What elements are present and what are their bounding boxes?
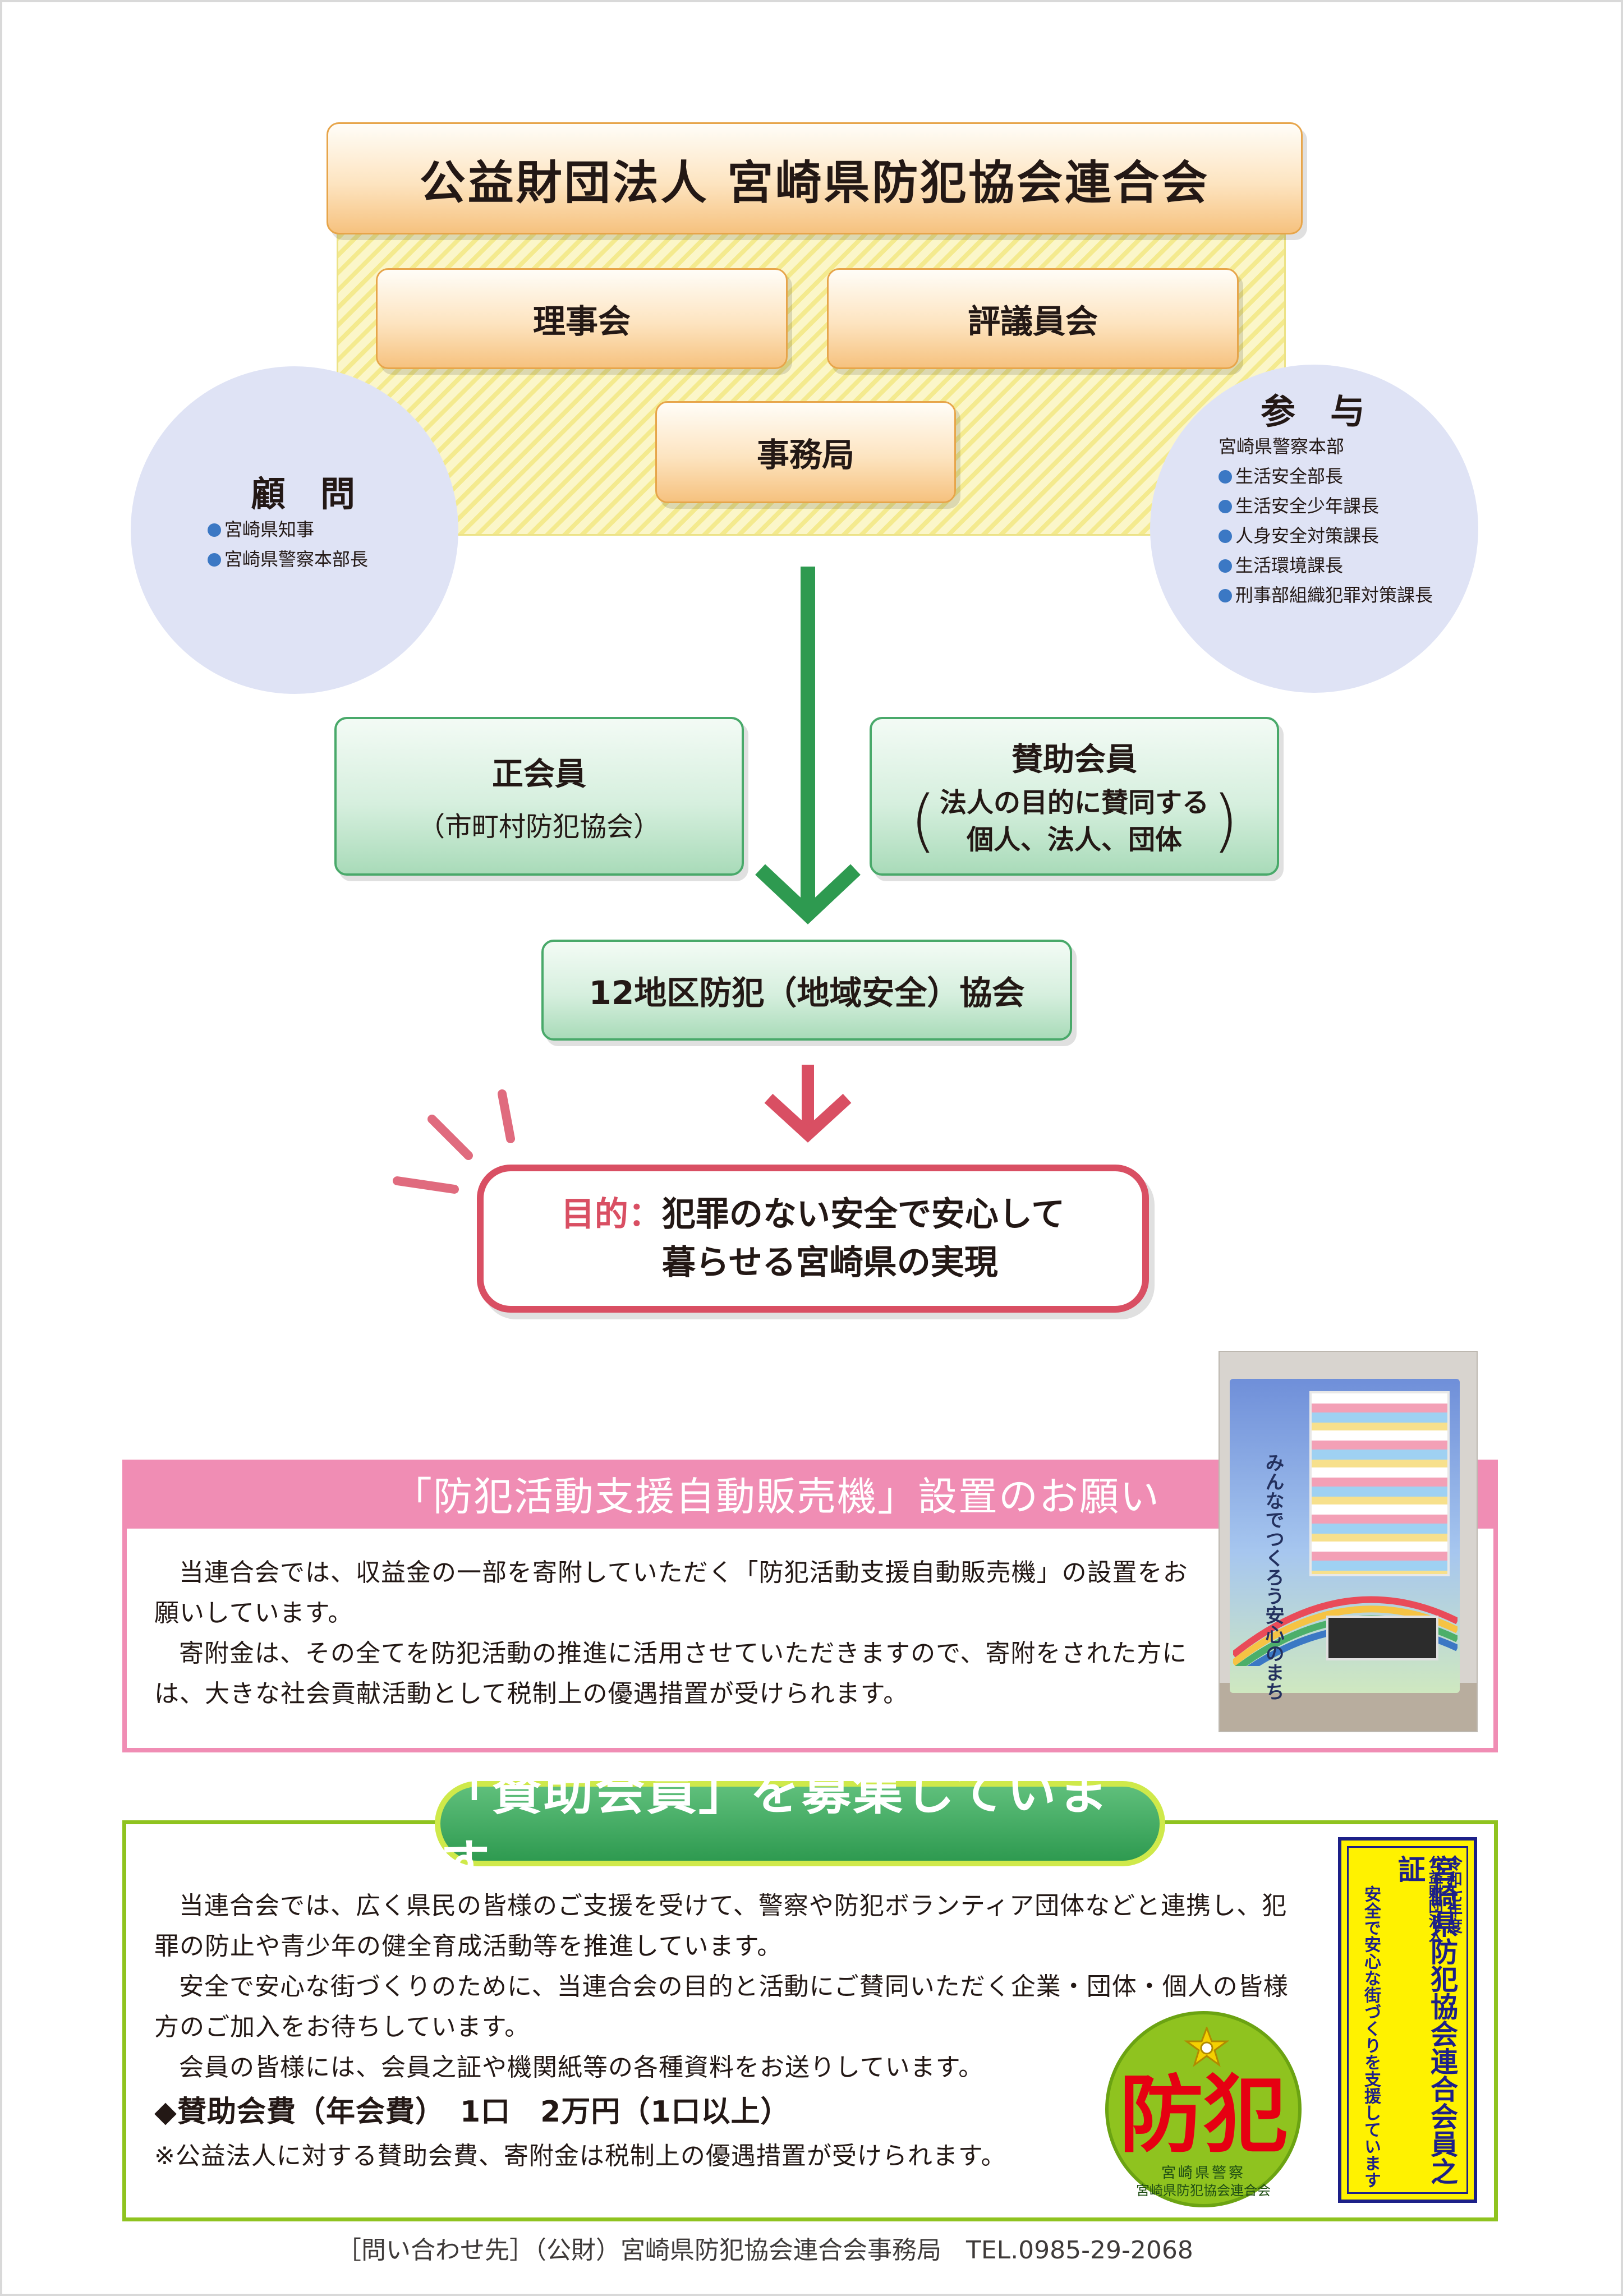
bullet-icon — [1219, 559, 1232, 573]
councilors-box: 評議員会 — [827, 268, 1239, 369]
recruit-fee: ◆賛助会費（年会費） 1口 2万円（1口以上） — [154, 2095, 790, 2129]
org-title: 公益財団法人 宮崎県防犯協会連合会 — [419, 156, 1210, 210]
purpose-arrow-icon — [764, 1065, 852, 1143]
board-box: 理事会 — [376, 268, 788, 369]
contact-info: ［問い合わせ先］（公財）宮崎県防犯協会連合会事務局 TEL.0985-29-20… — [337, 2236, 1193, 2265]
bullet-icon — [1219, 530, 1232, 543]
participants-list: 宮崎県警察本部 生活安全部長 生活安全少年課長 人身安全対策課長 生活環境課長 … — [1219, 432, 1446, 610]
recruit-note: ※公益法人に対する賛助会費、寄附金は税制上の優遇措置が受けられます。 — [154, 2142, 1006, 2170]
paren-right: ) — [1212, 782, 1239, 860]
councilors-label: 評議員会 — [967, 302, 1098, 341]
advisor-item: 宮崎県警察本部長 — [208, 545, 368, 574]
membership-certificate: 令和七年度 公益財団法人 宮崎県防犯協会連合会員之証 安全で安心な街づくりを支援… — [1338, 1837, 1477, 2203]
bullet-icon — [1219, 589, 1232, 602]
purpose-box: 目的： 犯罪のない安全で安心して 暮らせる宮崎県の実現 — [477, 1165, 1149, 1313]
badge-ring-text-1: 宮崎県警察 — [1161, 2165, 1245, 2182]
advisors-list: 宮崎県知事 宮崎県警察本部長 — [208, 515, 368, 574]
advisors-heading: 顧 問 — [250, 473, 355, 514]
purpose-label: 目的： — [560, 1195, 662, 1234]
bullet-icon — [208, 523, 221, 537]
regular-member-sub: （市町村防犯協会） — [417, 811, 660, 843]
regular-member-title: 正会員 — [492, 756, 586, 793]
purpose-content: 目的： 犯罪のない安全で安心して 暮らせる宮崎県の実現 — [561, 1190, 1065, 1287]
recruit-paragraph: 会員の皆様には、会員之証や機関紙等の各種資料をお送りしています。 — [179, 2053, 984, 2082]
purpose-line2: 暮らせる宮崎県の実現 — [661, 1243, 998, 1282]
vending-paragraph: 寄附金は、その全てを防犯活動の推進に活用させていただきますので、寄附をされた方に… — [154, 1639, 1188, 1708]
secretariat-box: 事務局 — [655, 401, 956, 503]
purpose-line1: 犯罪のない安全で安心して — [661, 1195, 1065, 1234]
participants-intro: 宮崎県警察本部 — [1219, 436, 1345, 457]
participant-item: 生活環境課長 — [1219, 551, 1446, 581]
cert-year: 令和七年度 — [1445, 1855, 1463, 1934]
vending-paragraph: 当連合会では、収益金の一部を寄附していただく「防犯活動支援自動販売機」の設置をお… — [154, 1558, 1188, 1627]
bullet-icon — [1219, 470, 1232, 484]
advisors-circle — [131, 366, 458, 694]
cert-name: 宮崎県防犯協会連合会員之証 — [1394, 1855, 1458, 2185]
cert-org: 公益財団法人 — [1426, 1855, 1443, 1943]
bullet-icon — [1219, 500, 1232, 513]
district-box: 12地区防犯（地域安全）協会 — [541, 940, 1072, 1041]
supporting-member-desc: ( 法人の目的に賛同する 個人、法人、団体 ) — [910, 782, 1239, 860]
recruit-paragraph: 当連合会では、広く県民の皆様のご支援を受けて、警察や防犯ボランティア団体などと連… — [154, 1892, 1288, 1961]
participants-heading: 参 与 — [1260, 391, 1365, 432]
participant-item: 人身安全対策課長 — [1219, 521, 1446, 551]
badge-main-text: 防犯 — [1119, 2067, 1288, 2164]
advisor-item: 宮崎県知事 — [208, 515, 368, 545]
board-label: 理事会 — [532, 302, 631, 341]
crime-prevention-badge: 防犯 宮崎県警察 宮崎県防犯協会連合会 — [1105, 2011, 1302, 2207]
machine-display — [1309, 1391, 1450, 1576]
machine-outlet — [1326, 1616, 1438, 1660]
paren-left: ( — [910, 782, 936, 860]
participants-circle — [1150, 365, 1478, 693]
secretariat-label: 事務局 — [756, 436, 854, 474]
cert-slogan: 安全で安心な街づくりを支援しています — [1361, 1885, 1381, 2188]
emphasis-lines-icon — [393, 1089, 515, 1194]
recruit-paragraph: 安全で安心な街づくりのために、当連合会の目的と活動にご賛同いただく企業・団体・個… — [154, 1972, 1289, 2041]
vending-title: 「防犯活動支援自動販売機」設置のお願い — [393, 1474, 1160, 1520]
participant-item: 刑事部組織犯罪対策課長 — [1219, 581, 1446, 610]
supporting-member-box: 賛助会員 ( 法人の目的に賛同する 個人、法人、団体 ) — [870, 717, 1279, 876]
participant-item: 生活安全少年課長 — [1219, 491, 1446, 521]
badge-ring-text-2: 宮崎県防犯協会連合会 — [1136, 2183, 1271, 2198]
supporting-member-title: 賛助会員 — [1011, 742, 1137, 778]
regular-member-box: 正会員 （市町村防犯協会） — [334, 717, 744, 876]
flow-arrow-icon — [755, 567, 861, 924]
machine-slogan: みんなでつくろう安心のまち — [1262, 1453, 1284, 1701]
bullet-icon — [208, 553, 221, 567]
cert-inner-frame — [1347, 1846, 1468, 2194]
recruit-title: 「賛助会員」を募集しています — [435, 1763, 1165, 1892]
org-title-box: 公益財団法人 宮崎県防犯協会連合会 — [327, 122, 1303, 234]
district-label: 12地区防犯（地域安全）協会 — [588, 974, 1025, 1012]
police-emblem-icon — [1184, 2027, 1229, 2067]
vending-body: 当連合会では、収益金の一部を寄附していただく「防犯活動支援自動販売機」の設置をお… — [154, 1553, 1195, 1714]
vending-machine-photo: みんなでつくろう安心のまち — [1219, 1351, 1478, 1732]
recruit-body: 当連合会では、広く県民の皆様のご支援を受けて、警察や防犯ボランティア団体などと連… — [154, 1886, 1302, 2177]
participant-item: 生活安全部長 — [1219, 462, 1446, 491]
